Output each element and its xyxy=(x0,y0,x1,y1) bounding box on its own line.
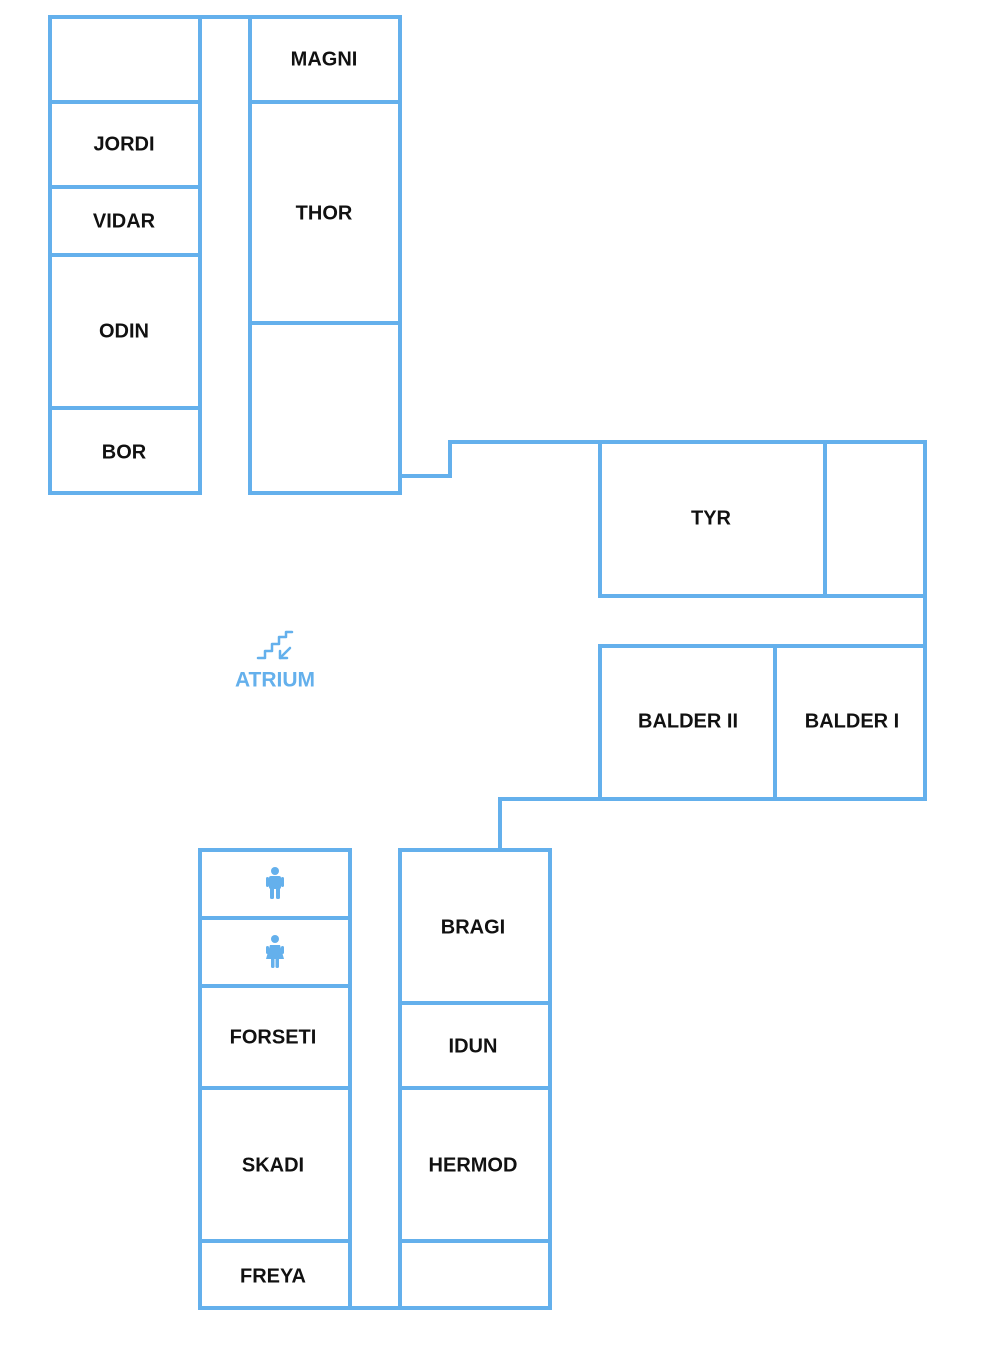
room-unlabeled-mid[interactable] xyxy=(248,321,402,495)
room-top-left[interactable] xyxy=(48,15,202,104)
room-unlabeled-bottom[interactable] xyxy=(398,1239,552,1310)
room-thor[interactable]: THOR xyxy=(248,100,402,325)
corridor-wall-connector-lower xyxy=(498,797,602,852)
restroom-man-icon xyxy=(266,867,284,899)
atrium[interactable]: ATRIUM xyxy=(235,630,315,692)
room-idun[interactable]: IDUN xyxy=(398,1001,552,1090)
room-odin[interactable]: ODIN xyxy=(48,253,202,410)
room-bor[interactable]: BOR xyxy=(48,406,202,495)
restroom-women[interactable] xyxy=(198,916,352,988)
atrium-label: ATRIUM xyxy=(235,669,315,692)
corridor-wall-connector-upper xyxy=(398,440,602,478)
room-vidar[interactable]: VIDAR xyxy=(48,185,202,257)
room-tyr-side[interactable] xyxy=(823,440,927,598)
restroom-woman-icon xyxy=(266,935,284,968)
room-forseti[interactable]: FORSETI xyxy=(198,984,352,1090)
room-tyr[interactable]: TYR xyxy=(598,440,827,598)
stairs-down-icon xyxy=(256,630,294,660)
room-magni[interactable]: MAGNI xyxy=(248,15,402,104)
room-jordi[interactable]: JORDI xyxy=(48,100,202,189)
room-freya[interactable]: FREYA xyxy=(198,1239,352,1310)
room-bragi[interactable]: BRAGI xyxy=(398,848,552,1005)
room-skadi[interactable]: SKADI xyxy=(198,1086,352,1243)
room-hermod[interactable]: HERMOD xyxy=(398,1086,552,1243)
room-balder-i[interactable]: BALDER I xyxy=(773,644,927,801)
restroom-men[interactable] xyxy=(198,848,352,920)
room-balder-ii[interactable]: BALDER II xyxy=(598,644,777,801)
